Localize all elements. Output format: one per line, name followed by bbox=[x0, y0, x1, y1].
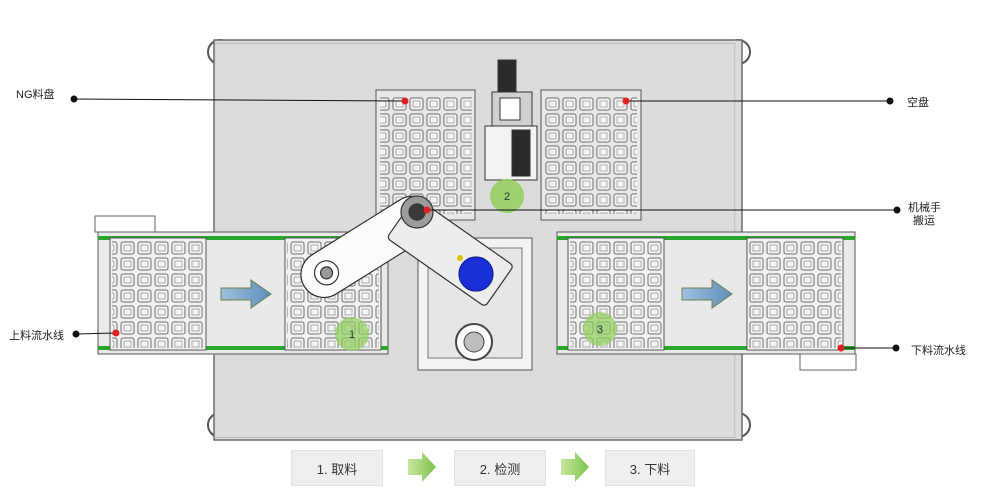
marker-2 bbox=[490, 179, 524, 213]
step-arrow-2 bbox=[561, 452, 589, 482]
step-arrow-1 bbox=[408, 452, 436, 482]
robot-label-line1: 机械手 bbox=[908, 202, 941, 214]
marker-1 bbox=[335, 317, 369, 351]
red-point-markers bbox=[112, 97, 845, 352]
step-inspect-box: 2. 检测 bbox=[454, 450, 546, 486]
callout-lines bbox=[70, 95, 901, 352]
step-pick-label: 1. 取料 bbox=[316, 461, 358, 477]
outfeed-flow-arrow bbox=[681, 279, 733, 309]
scara-robot bbox=[300, 195, 513, 306]
step-unload-label: 3. 下料 bbox=[629, 461, 671, 477]
robot-label-line2: 搬运 bbox=[913, 215, 935, 227]
infeed-flow-arrow bbox=[220, 279, 272, 309]
marker-2-label: 2 bbox=[504, 191, 510, 203]
empty-tray-label: 空盘 bbox=[907, 97, 929, 109]
step-pick-box: 1. 取料 bbox=[291, 450, 383, 486]
marker-3-label: 3 bbox=[597, 324, 603, 336]
step-unload-box: 3. 下料 bbox=[605, 450, 695, 486]
step-inspect-label: 2. 检测 bbox=[479, 461, 521, 477]
outfeed-label: 下料流水线 bbox=[911, 345, 966, 357]
outfeed-conveyor bbox=[556, 231, 857, 371]
camera-module bbox=[484, 59, 538, 181]
marker-1-label: 1 bbox=[349, 329, 355, 341]
infeed-label: 上料流水线 bbox=[9, 330, 64, 342]
marker-3 bbox=[583, 312, 617, 346]
camera-lens-icon bbox=[458, 256, 494, 292]
ng-tray-label: NG料盘 bbox=[16, 89, 55, 101]
